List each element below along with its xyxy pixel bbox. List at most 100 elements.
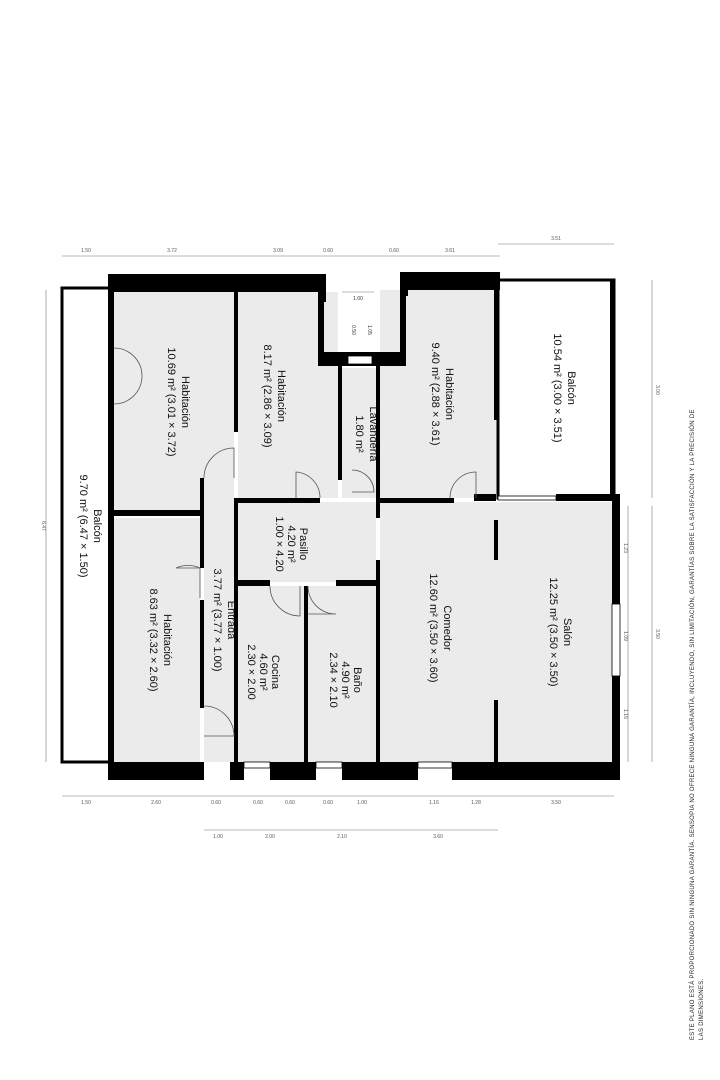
room-area: 12.60 m² (3.50 × 3.60) [427, 573, 439, 682]
window-bottom-comedor [417, 761, 453, 769]
wall-bottom-5 [452, 762, 618, 780]
label-lavanderia: Lavandería 1.80 m² [353, 406, 379, 462]
dim-top-6: 3.61 [445, 248, 455, 254]
wall-notch-left [318, 292, 326, 302]
wall-h-mid-left [234, 498, 320, 503]
door-cocina [269, 585, 301, 617]
dim-bottom2-2: 2.00 [265, 834, 275, 840]
room-area: 4.20 m² [285, 525, 297, 563]
wall-v-hab3-balcon [494, 290, 498, 420]
doors [113, 347, 477, 737]
dim-lav-2: 1.05 [366, 325, 372, 335]
room-name: Pasillo [297, 528, 309, 560]
label-habitacion-4: Habitación 8.63 m² (3.32 × 2.60) [147, 588, 173, 691]
label-entrada: Entrada 3.77 m² (3.77 × 1.00) [211, 568, 237, 671]
wall-v-comedor-salon-bot [494, 700, 498, 762]
dim-right-2: 1.09 [622, 631, 628, 641]
dim-top-4: 0.60 [323, 248, 333, 254]
wall-right-top [612, 494, 620, 604]
label-habitacion-2: Habitación 8.17 m² (2.86 × 3.09) [261, 344, 287, 447]
wall-bottom-4 [342, 762, 418, 780]
room-name: Baño [351, 667, 363, 693]
wall-h-cocina-top [234, 580, 270, 586]
room-area: 4.90 m² [339, 661, 351, 699]
dim-bottom-4: 0.60 [253, 800, 263, 806]
dim-right-4: 3.50 [654, 629, 660, 639]
wall-h-hab1-hab4 [114, 510, 200, 516]
door-hab4 [175, 565, 201, 598]
room-dims: 2.34 × 2.10 [327, 652, 339, 707]
dim-top-7: 3.51 [551, 236, 561, 242]
wall-lav-right-stub [400, 296, 406, 352]
label-pasillo: Pasillo 4.20 m² 1.00 × 4.20 [273, 516, 309, 571]
room-name: Habitación [275, 370, 287, 422]
dim-lav-1: 1.00 [353, 296, 363, 302]
dim-top-3: 3.09 [273, 248, 283, 254]
wall-right-bottom [612, 676, 620, 780]
walls [108, 272, 620, 780]
room-dims: 2.30 × 2.00 [245, 644, 257, 699]
room-area: 12.25 m² (3.50 × 3.50) [547, 577, 559, 686]
disclaimer-line-1: ESTE PLANO ESTÁ PROPORCIONADO SIN NINGUN… [689, 409, 696, 1040]
dim-bottom-1: 1.50 [81, 800, 91, 806]
label-salon: Salón 12.25 m² (3.50 × 3.50) [547, 577, 573, 686]
room-name: Habitación [179, 376, 191, 428]
room-habitacion-3-fill [380, 290, 498, 498]
room-area: 1.80 m² [353, 415, 365, 453]
room-name: Comedor [441, 605, 453, 651]
window-top-lav [347, 355, 373, 365]
room-labels: Balcón 9.70 m² (6.47 × 1.50) Habitación … [77, 333, 577, 707]
room-dims: 1.00 × 4.20 [273, 516, 285, 571]
wall-h-mid-salon [474, 494, 496, 501]
dim-bottom2-4: 3.60 [433, 834, 443, 840]
wall-left [108, 274, 114, 780]
room-name: Balcón [565, 371, 577, 405]
wall-bottom-1 [108, 762, 204, 780]
dim-top-5: 0.60 [389, 248, 399, 254]
room-name: Habitación [161, 614, 173, 666]
window-balcon-salon [497, 495, 557, 501]
label-habitacion-3: Habitación 9.40 m² (2.88 × 3.61) [429, 342, 455, 445]
wall-lav-left-stub [318, 302, 324, 352]
dim-bottom2-3: 2.10 [337, 834, 347, 840]
dim-left: 6.47 [40, 521, 46, 531]
label-habitacion-1: Habitación 10.69 m² (3.01 × 3.72) [165, 347, 191, 456]
label-bano: Baño 4.90 m² 2.34 × 2.10 [327, 652, 363, 707]
dim-top-1: 1.50 [81, 248, 91, 254]
wall-h-bano-top [336, 580, 378, 586]
wall-top-left [108, 274, 326, 292]
dim-bottom-9: 1.28 [471, 800, 481, 806]
wall-v-comedor-salon-top [494, 520, 498, 560]
label-balcon-left: Balcón 9.70 m² (6.47 × 1.50) [77, 474, 103, 577]
dim-bottom-10: 3.50 [551, 800, 561, 806]
window-bottom-cocina [243, 761, 271, 769]
door-hab2 [295, 471, 321, 499]
label-balcon-right: Balcón 10.54 m² (3.00 × 3.51) [551, 333, 577, 442]
dim-bottom-2: 2.60 [151, 800, 161, 806]
door-hab1 [203, 447, 235, 479]
dim-right-3: 1.16 [622, 709, 628, 719]
disclaimer-line-2: LAS DIMENSIONES. [699, 978, 705, 1040]
wall-v-entrada-left-low [200, 600, 204, 708]
room-name: Salón [561, 618, 573, 646]
room-area: 8.63 m² (3.32 × 2.60) [147, 588, 159, 691]
dim-bottom-7: 1.00 [357, 800, 367, 806]
label-comedor: Comedor 12.60 m² (3.50 × 3.60) [427, 573, 453, 682]
wall-v-bano-comedor [376, 560, 380, 762]
dim-bottom-8: 1.16 [429, 800, 439, 806]
wall-v-hab1-hab2 [234, 292, 238, 432]
room-name: Balcón [91, 509, 103, 543]
window-right-salon [611, 603, 621, 677]
wall-h-mid-right [376, 498, 454, 503]
wall-h-balcon-salon [556, 494, 614, 501]
door-hab3 [449, 471, 477, 499]
room-area: 3.77 m² (3.77 × 1.00) [211, 568, 223, 671]
wall-notch-right [400, 290, 408, 296]
room-habitacion-1-fill [114, 292, 234, 510]
room-lavanderia-fill [342, 368, 376, 498]
label-cocina: Cocina 4.60 m² 2.30 × 2.00 [245, 644, 281, 699]
room-comedor-fill [380, 502, 498, 762]
room-area: 9.40 m² (2.88 × 3.61) [429, 342, 441, 445]
